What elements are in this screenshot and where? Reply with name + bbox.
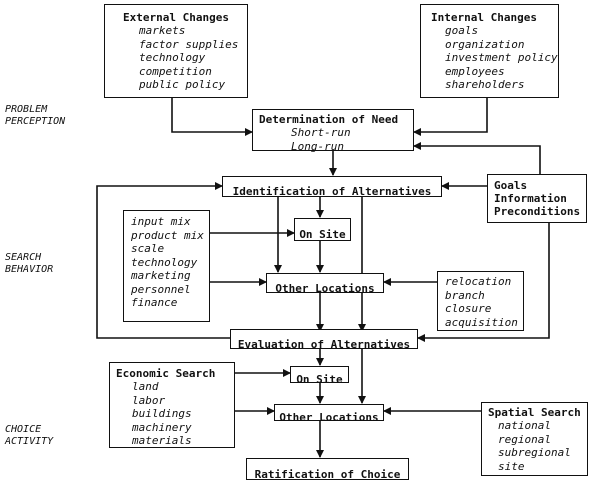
economic-item: buildings	[132, 407, 192, 420]
ratification-title: Ratification of Choice	[254, 468, 401, 481]
factor-item: marketing	[131, 269, 191, 282]
relocation-box: relocation branch closure acquisition	[437, 271, 524, 331]
ratification-of-choice-box: Ratification of Choice	[246, 458, 409, 481]
internal-item: investment policy	[445, 51, 558, 64]
phase-label-choice: CHOICE ACTIVITY	[5, 424, 53, 448]
economic-item: materials	[132, 434, 192, 447]
economic-item: labor	[132, 393, 166, 407]
spatial-item: national	[498, 419, 551, 432]
need-item: Short-run	[291, 126, 351, 139]
relocation-item: closure	[445, 302, 492, 315]
goals-line: Goals	[494, 179, 528, 192]
internal-item: shareholders	[445, 78, 525, 91]
goals-line: Information	[494, 192, 567, 205]
internal-changes-title: Internal Changes	[431, 11, 537, 24]
factors-box: input mix product mix scale technology m…	[123, 210, 210, 322]
economic-search-box: Economic Search land labor buildings mac…	[109, 362, 235, 448]
economic-item: machinery	[132, 420, 192, 434]
external-item: technology	[139, 51, 206, 64]
external-item: markets	[139, 24, 186, 37]
economic-item: land	[132, 380, 159, 393]
factor-item: technology	[131, 255, 198, 269]
internal-item: goals	[445, 24, 479, 37]
phase-label-problem: PROBLEM PERCEPTION	[5, 104, 65, 128]
arrow-goals-to-evaluation	[417, 222, 550, 342]
phase-choice-line1: CHOICE	[5, 424, 42, 435]
arrow-internal-to-need	[413, 97, 488, 136]
factor-item: product mix	[131, 228, 204, 242]
external-changes-box: External Changes markets factor supplies…	[104, 4, 248, 98]
goals-information-box: Goals Information Preconditions	[487, 174, 587, 223]
phase-choice-line2: ACTIVITY	[5, 436, 54, 447]
arrow-evaluation-feedback	[96, 182, 230, 339]
other-locations-box-choice: Other Locations	[274, 404, 384, 424]
goals-line: Preconditions	[494, 205, 581, 218]
phase-search-line1: SEARCH	[5, 252, 42, 263]
internal-item: employees	[445, 64, 505, 78]
phase-problem-line2: PERCEPTION	[5, 116, 66, 127]
on-site-box-search: On Site	[294, 218, 351, 241]
spatial-title: Spatial Search	[488, 406, 581, 419]
arrow-external-to-need	[171, 97, 253, 136]
otherloc1-title: Other Locations	[275, 282, 375, 295]
external-item: public policy	[139, 78, 226, 91]
external-item: competition	[139, 64, 212, 78]
phase-label-search: SEARCH BEHAVIOR	[5, 252, 53, 276]
evaluation-title: Evaluation of Alternatives	[237, 338, 411, 351]
evaluation-of-alternatives-box: Evaluation of Alternatives	[230, 329, 418, 351]
spatial-item: subregional	[498, 446, 571, 459]
determination-of-need-box: Determination of Need Short-run Long-run	[252, 109, 414, 153]
identification-title: Identification of Alternatives	[232, 185, 432, 198]
spatial-search-box: Spatial Search national regional subregi…	[481, 402, 588, 476]
external-changes-title: External Changes	[123, 11, 229, 24]
arrow-goals-to-need	[413, 142, 541, 174]
need-item: Long-run	[291, 139, 344, 153]
onsite2-title: On Site	[296, 373, 343, 386]
identification-of-alternatives-box: Identification of Alternatives	[222, 176, 442, 198]
factor-item: input mix	[131, 215, 191, 228]
factor-item: scale	[131, 242, 165, 255]
on-site-box-choice: On Site	[290, 366, 349, 386]
otherloc2-title: Other Locations	[279, 411, 379, 424]
other-locations-box-search: Other Locations	[266, 273, 384, 295]
factor-item: personnel	[131, 282, 191, 296]
relocation-item: branch	[445, 288, 485, 302]
onsite1-title: On Site	[299, 228, 346, 241]
phase-problem-line1: PROBLEM	[5, 104, 48, 115]
internal-changes-box: Internal Changes goals organization inve…	[420, 4, 559, 98]
factor-item: finance	[131, 296, 178, 309]
external-item: factor supplies	[139, 37, 239, 51]
spatial-item: site	[498, 459, 525, 473]
internal-item: organization	[445, 37, 525, 51]
spatial-item: regional	[498, 432, 551, 446]
relocation-item: acquisition	[445, 315, 518, 329]
need-title: Determination of Need	[259, 113, 399, 126]
economic-title: Economic Search	[116, 367, 216, 380]
relocation-item: relocation	[445, 275, 512, 288]
phase-search-line2: BEHAVIOR	[5, 264, 54, 275]
